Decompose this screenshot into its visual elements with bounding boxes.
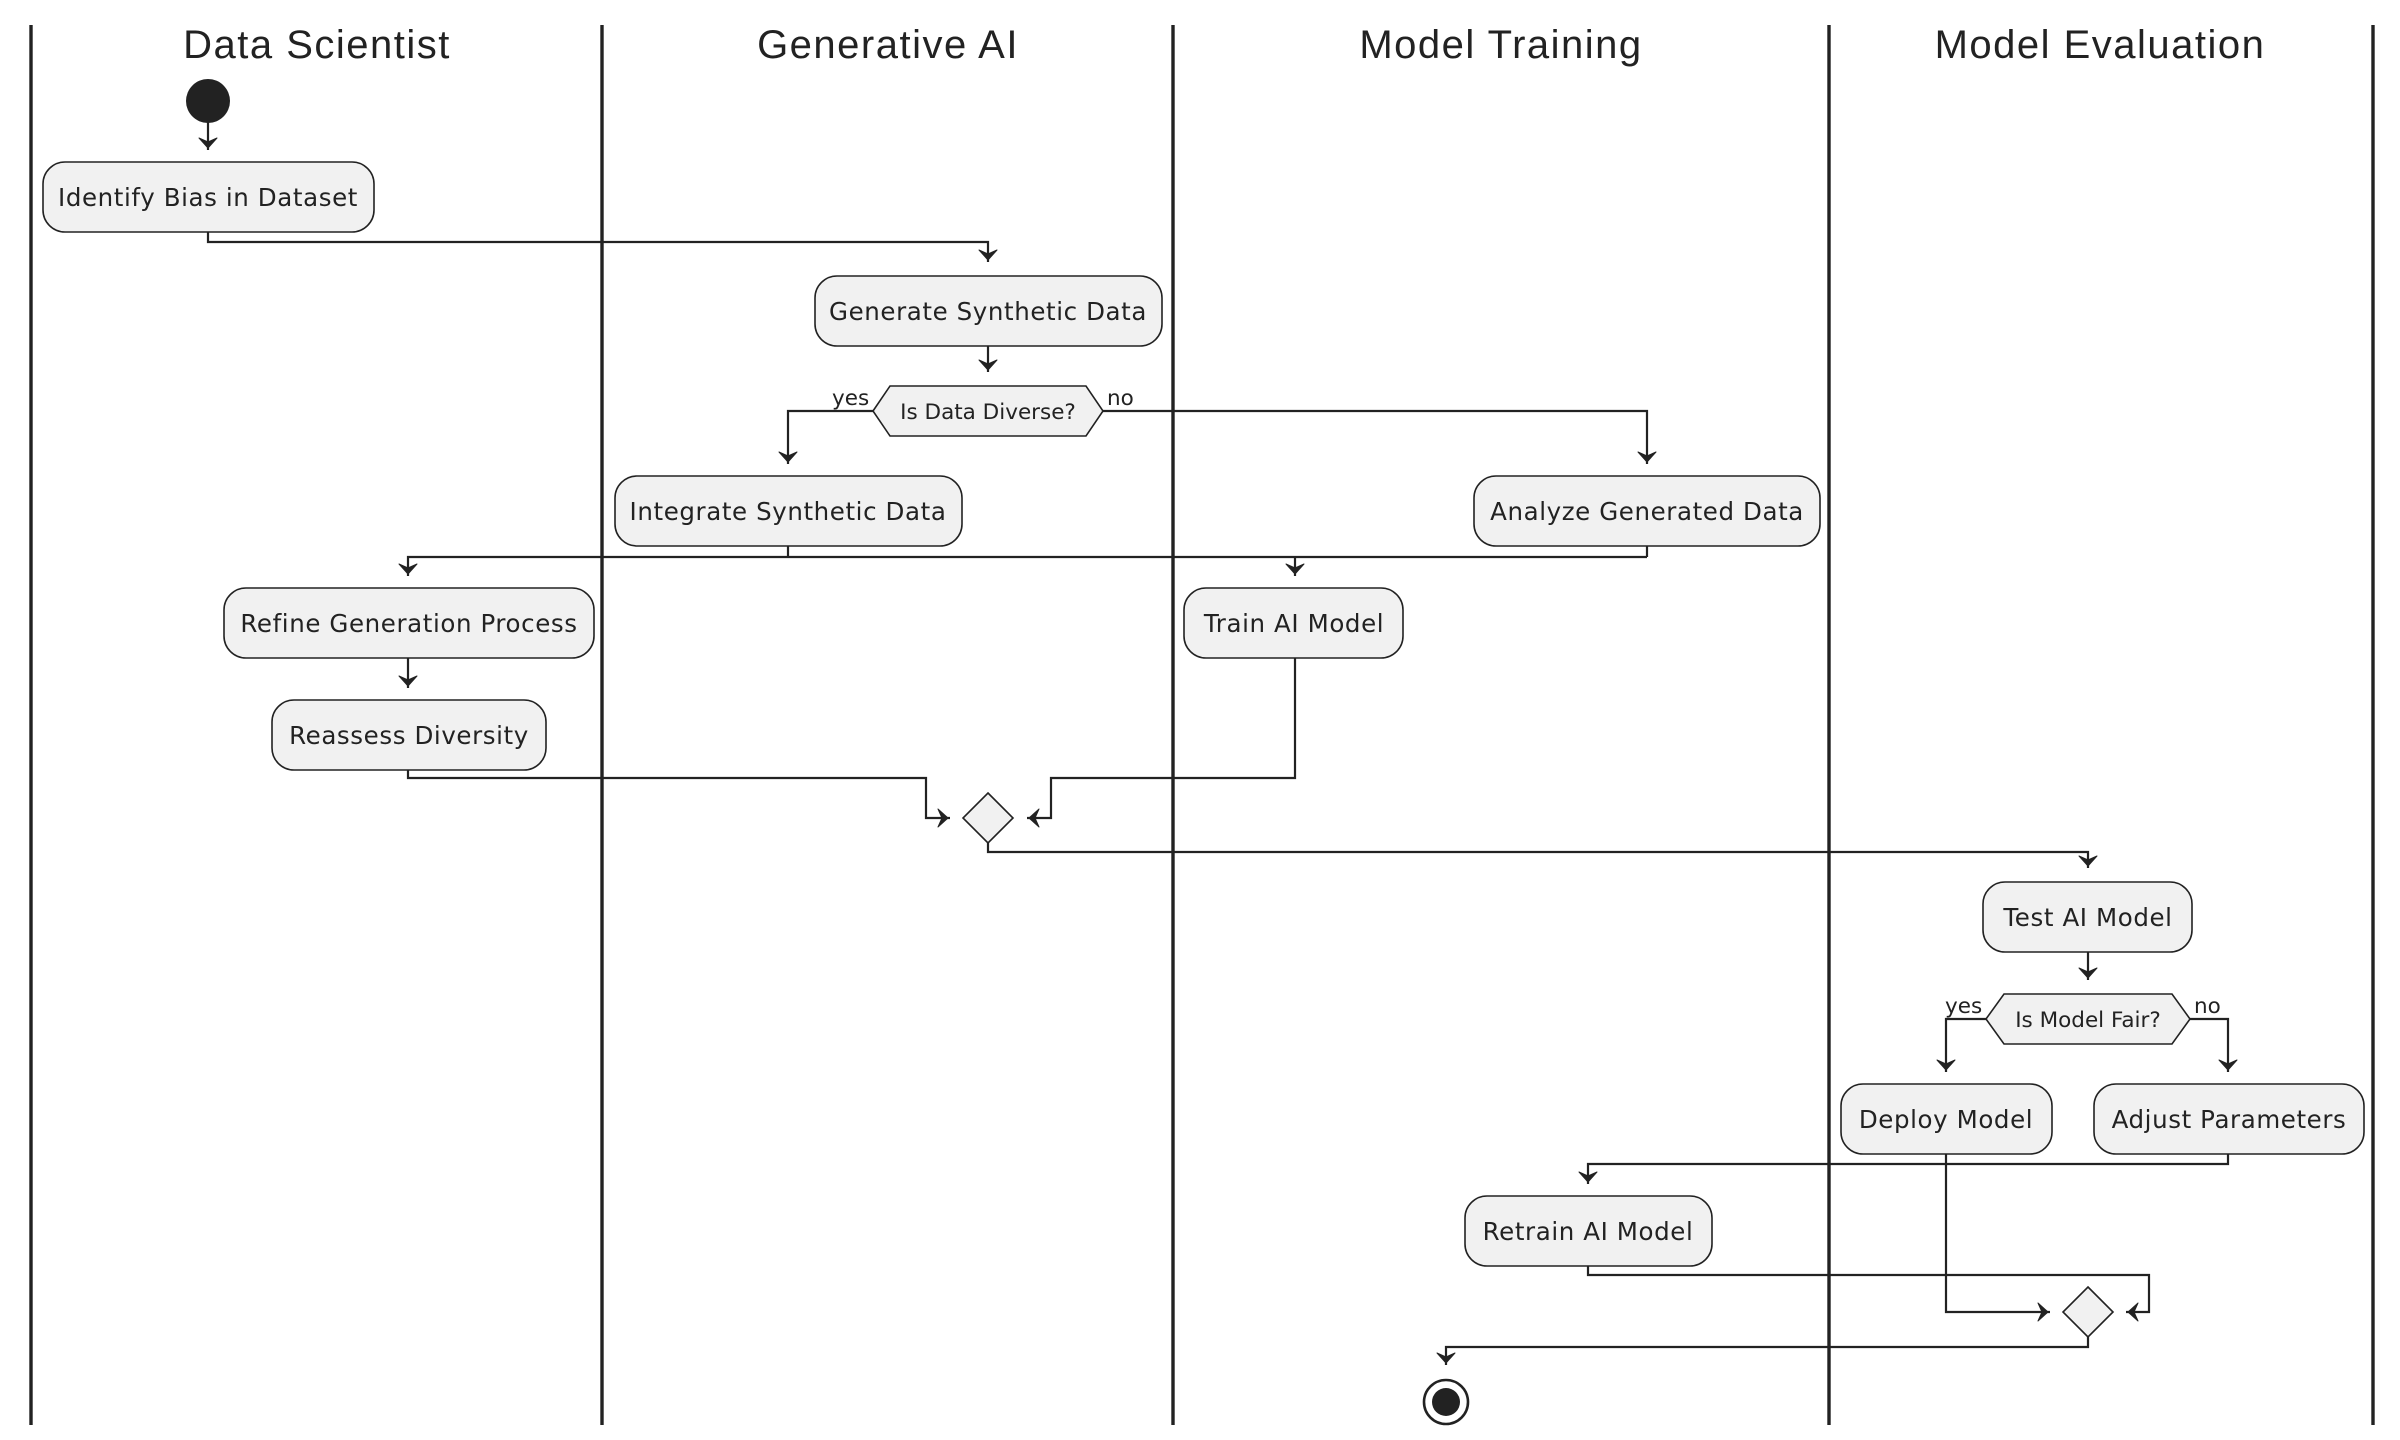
activity-train-ai-model: Train AI Model [1183,587,1404,659]
activity-label: Train AI Model [1203,609,1384,638]
activity-test-ai-model: Test AI Model [1982,881,2193,953]
flow-arrowheads [198,137,2238,1364]
activity-label: Integrate Synthetic Data [630,497,947,526]
activity-label: Adjust Parameters [2112,1105,2347,1134]
activity-identify-bias: Identify Bias in Dataset [42,161,375,233]
guard-yes-data-diverse: yes [832,386,869,411]
start-node [186,79,230,123]
activity-label: Generate Synthetic Data [829,297,1147,326]
end-node [1422,1378,1470,1426]
swimlane-title-model-training: Model Training [1359,23,1642,67]
final-merge-node [2061,1285,2115,1339]
activity-integrate-synthetic-data: Integrate Synthetic Data [614,475,963,547]
swimlane-separators [29,25,2375,1425]
activity-analyze-generated-data: Analyze Generated Data [1473,475,1821,547]
activity-deploy-model: Deploy Model [1840,1083,2053,1155]
activity-label: Analyze Generated Data [1490,497,1804,526]
activity-label: Deploy Model [1859,1105,2033,1134]
guard-no-model-fair: no [2194,994,2221,1019]
swimlane-title-generative-ai: Generative AI [757,23,1019,67]
decision-label: Is Data Diverse? [900,400,1076,425]
activity-generate-synthetic-data: Generate Synthetic Data [814,275,1163,347]
activity-refine-generation-process: Refine Generation Process [223,587,595,659]
swimlane-title-model-evaluation: Model Evaluation [1935,23,2266,67]
activity-label: Refine Generation Process [240,609,577,638]
guard-yes-model-fair: yes [1945,994,1982,1019]
swimlane-title-data-scientist: Data Scientist [183,23,451,67]
activity-label: Reassess Diversity [289,721,529,750]
activity-label: Test AI Model [2002,903,2172,932]
decision-is-model-fair: Is Model Fair? [1985,993,2191,1045]
guard-no-data-diverse: no [1107,386,1134,411]
activity-retrain-ai-model: Retrain AI Model [1464,1195,1713,1267]
decision-is-data-diverse: Is Data Diverse? [872,385,1104,437]
decision-label: Is Model Fair? [2015,1008,2161,1033]
activity-label: Identify Bias in Dataset [58,183,358,212]
merge-node [961,791,1015,845]
activity-label: Retrain AI Model [1483,1217,1694,1246]
activity-reassess-diversity: Reassess Diversity [271,699,547,771]
activity-adjust-parameters: Adjust Parameters [2093,1083,2365,1155]
